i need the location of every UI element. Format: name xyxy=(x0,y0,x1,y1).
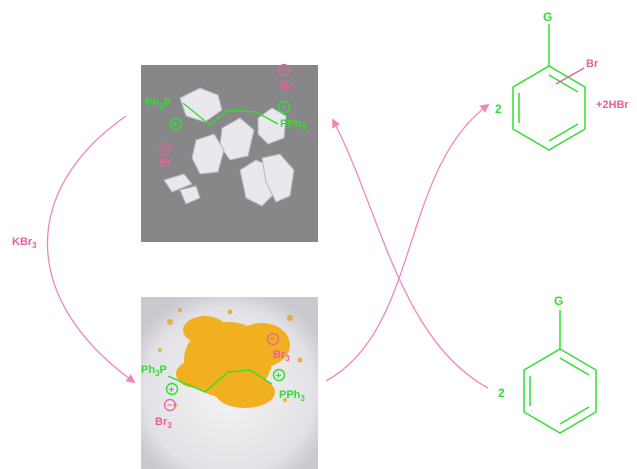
minus-ring-left-top xyxy=(158,142,172,156)
pph3-label-bottom: PPh3 xyxy=(279,389,305,403)
product-benzene-ring xyxy=(512,65,586,151)
regeneration-arrow xyxy=(332,118,489,389)
plus-sign-left-top: + xyxy=(173,120,179,131)
minus-sign-left-bottom: − xyxy=(167,400,172,410)
crystal-photo: Ph3P PPh3 + + − − Br Br xyxy=(141,63,318,242)
minus-sign-right-bottom: − xyxy=(270,334,275,344)
plus-ring-right-bottom xyxy=(272,368,286,382)
kbr3-label: KBr3 xyxy=(12,236,37,250)
ph3p-label-bottom: Ph3P xyxy=(141,364,167,378)
tribromide-label-left: Br3 xyxy=(155,416,172,430)
plus-ring-right-top xyxy=(277,100,291,114)
crystal-7 xyxy=(163,173,193,193)
tribromide-label-right: Br3 xyxy=(273,349,290,363)
reactant-g-label: G xyxy=(554,294,563,308)
ethylene-bridge-top xyxy=(182,102,279,126)
reactant-coefficient: 2 xyxy=(498,386,505,400)
product-br-label: Br xyxy=(586,58,599,70)
ph3p-label-top: Ph3P xyxy=(145,97,171,111)
bromide-label-left-top: Br xyxy=(159,157,172,169)
crystal-8 xyxy=(179,185,201,205)
bromoarene-product xyxy=(512,24,586,151)
bromination-arrow xyxy=(325,103,490,382)
plus-sign-right-top: + xyxy=(281,103,287,114)
kbr3-arrow xyxy=(46,115,136,384)
product-bromine-bond xyxy=(555,67,585,85)
crystal-1 xyxy=(179,87,223,123)
plus-sign-left-bottom: + xyxy=(169,385,175,396)
bromide-label-right-top: Br xyxy=(281,80,294,92)
plus-ring-left-bottom xyxy=(165,382,179,396)
product-coefficient: 2 xyxy=(495,102,502,116)
reactant-benzene-ring xyxy=(523,348,597,434)
minus-ring-right-top xyxy=(277,63,291,77)
ethylene-bridge-bottom xyxy=(167,369,273,393)
crystal-6 xyxy=(261,153,295,203)
product-g-label: G xyxy=(543,10,552,24)
minus-ring-right-bottom xyxy=(266,332,280,346)
minus-sign-left-top: − xyxy=(162,144,167,154)
minus-ring-left-bottom xyxy=(163,398,177,412)
powder-photo: Ph3P PPh3 + + − − Br3 Br3 xyxy=(141,297,318,469)
plus-sign-right-bottom: + xyxy=(276,371,282,382)
plus-ring-left-top xyxy=(169,117,183,131)
pph3-label-top: PPh3 xyxy=(280,118,306,132)
arene-reactant xyxy=(523,310,597,434)
minus-sign-right-top: − xyxy=(281,65,286,75)
hbr-byproduct-label: +2HBr xyxy=(596,99,629,111)
crystal-4 xyxy=(191,133,225,175)
